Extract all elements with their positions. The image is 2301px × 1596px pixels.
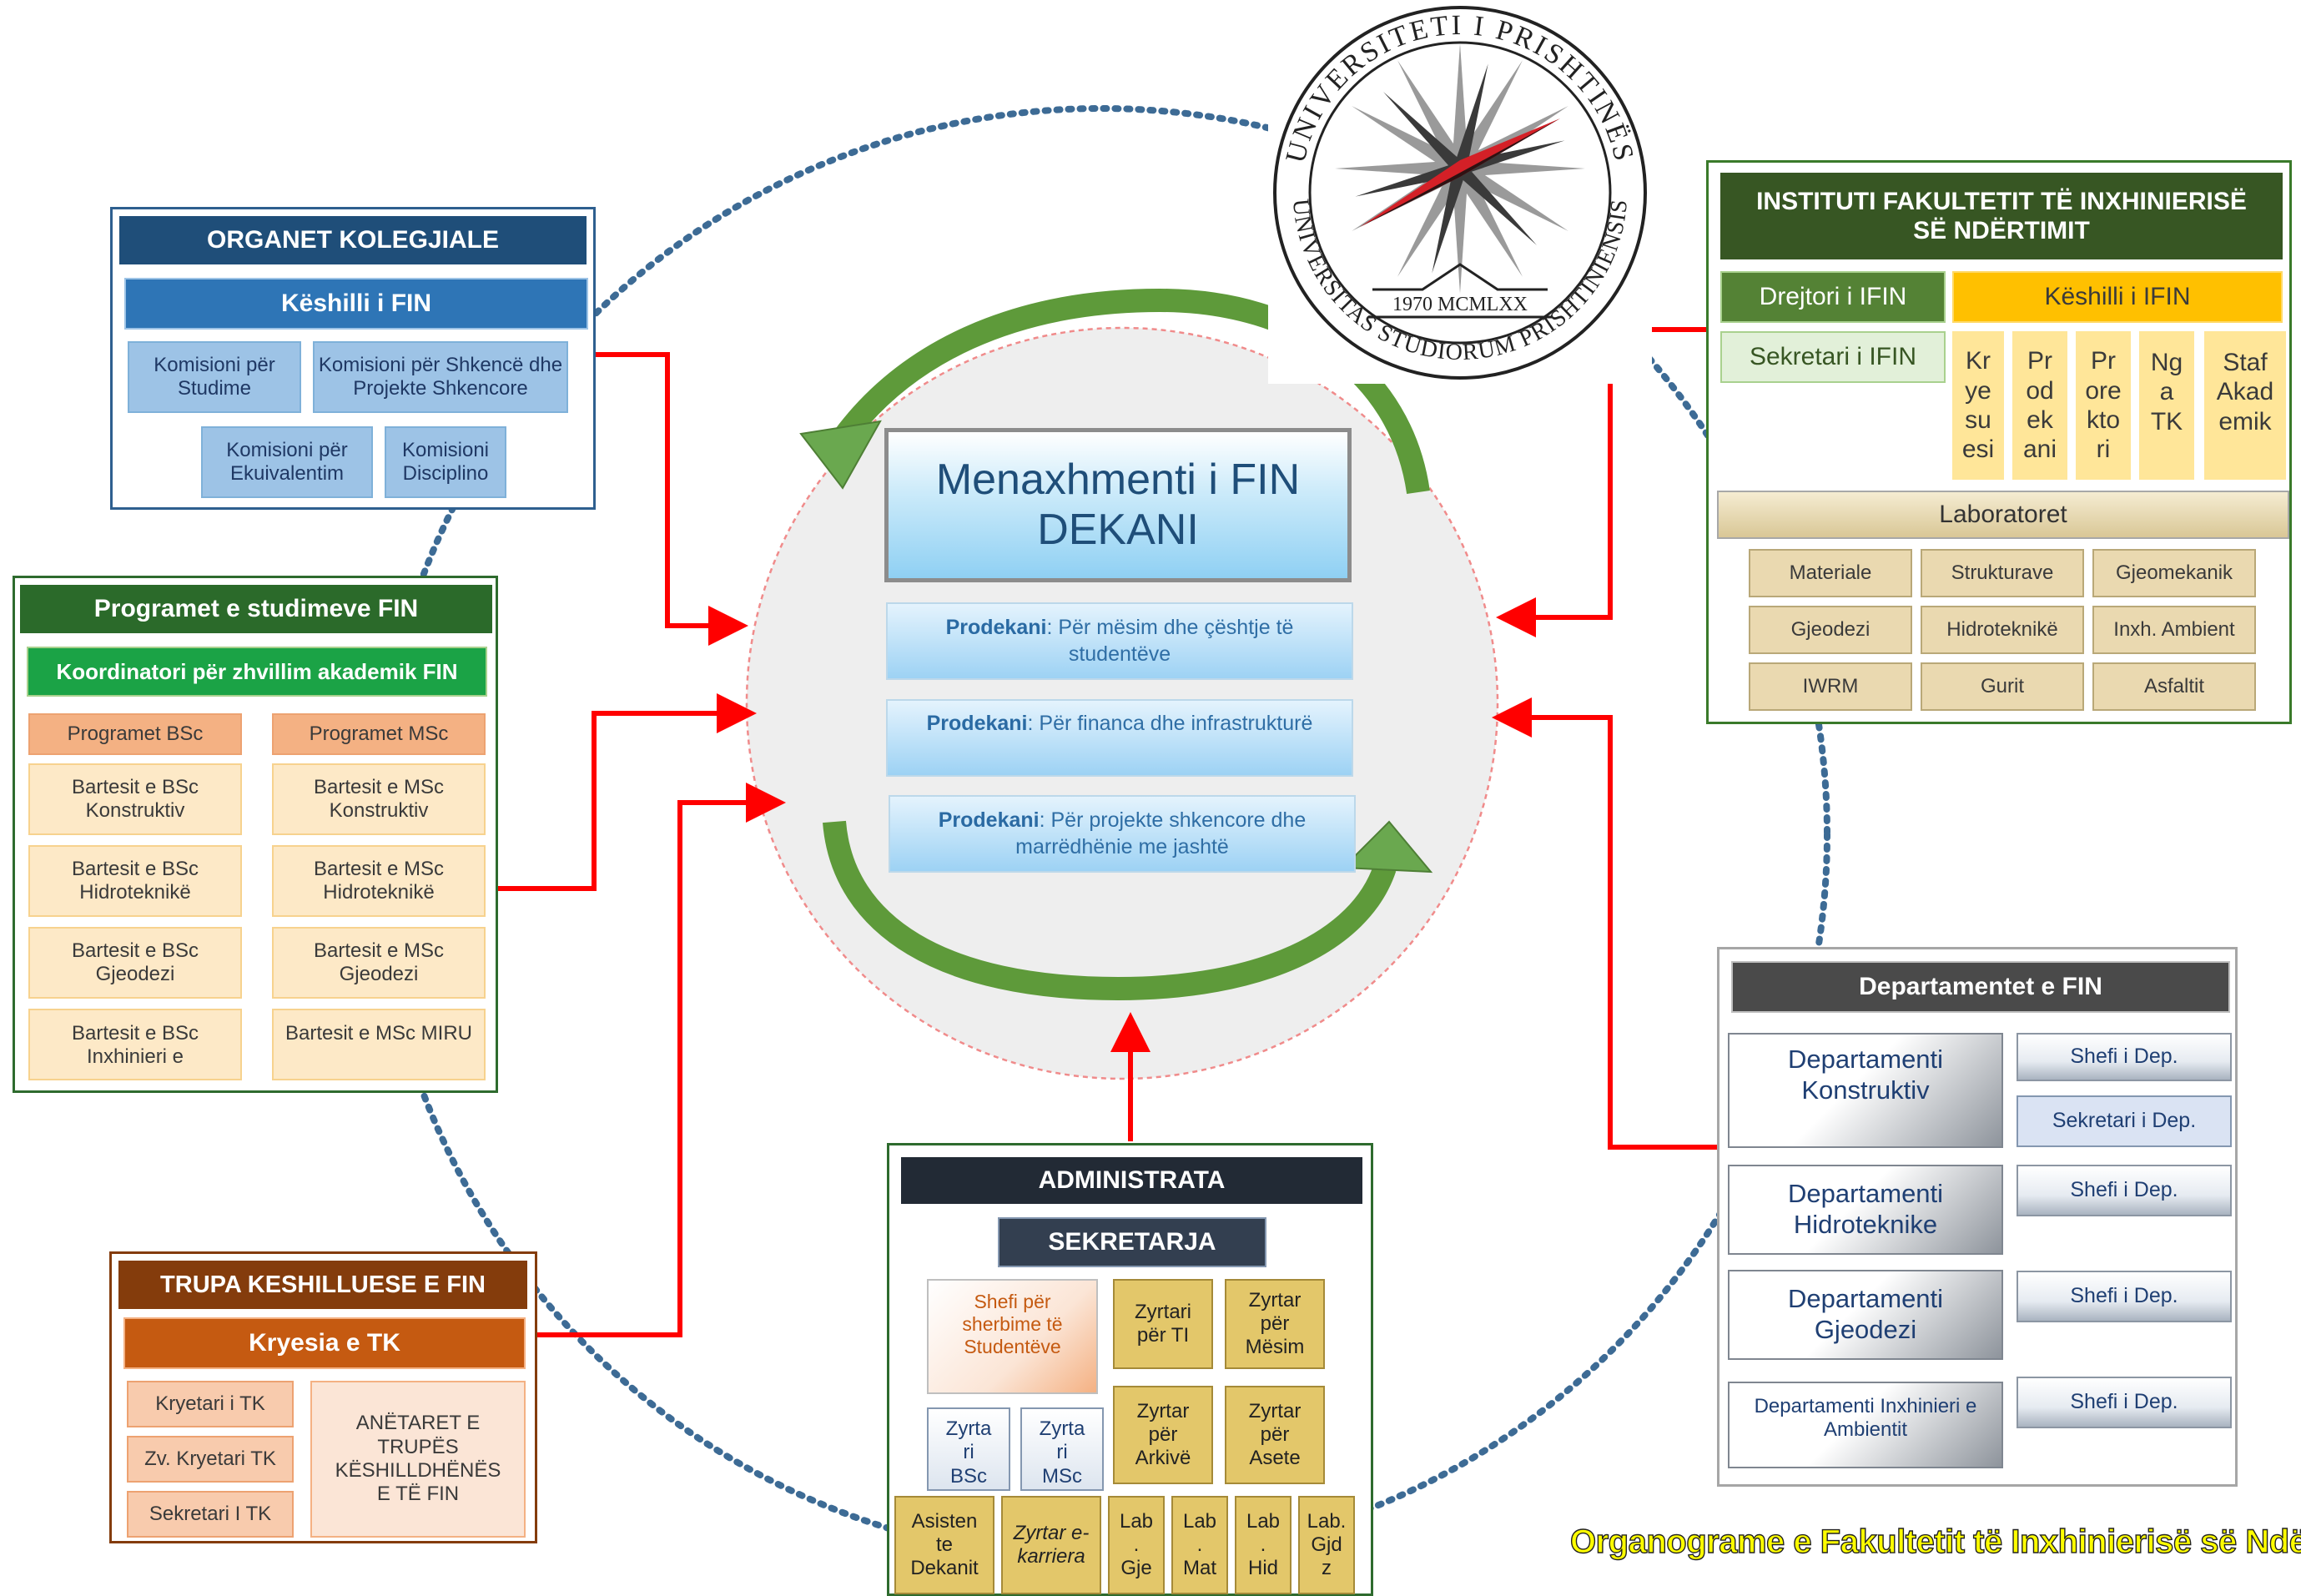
koordinatori[interactable]: Koordinatori për zhvillim akademik FIN bbox=[27, 647, 487, 697]
keshilli-ifin[interactable]: Këshilli i IFIN bbox=[1952, 271, 2283, 323]
sekretari-ifin[interactable]: Sekretari i IFIN bbox=[1720, 331, 1946, 383]
prodekani-label: Prodekani bbox=[926, 712, 1028, 735]
programet-panel: Programet e studimeve FIN Koordinatori p… bbox=[13, 576, 498, 1093]
connector-programet bbox=[497, 693, 757, 891]
kryesia-tk[interactable]: Kryesia e TK bbox=[123, 1317, 526, 1369]
departamentet-panel: Departamentet e FIN Departamenti Konstru… bbox=[1717, 947, 2238, 1487]
programet-msc-header[interactable]: Programet MSc bbox=[272, 713, 486, 755]
shefi-sherbime[interactable]: Shefi për sherbime të Studentëve bbox=[927, 1279, 1098, 1394]
dekani-subtitle: DEKANI bbox=[1037, 505, 1199, 554]
zyrtar-mesim[interactable]: Zyrtar për Mësim bbox=[1225, 1279, 1325, 1369]
prodekani-desc: : Për projekte shkencore dhe marrëdhënie… bbox=[1015, 808, 1307, 858]
shefi-dep-gjeodezi[interactable]: Shefi i Dep. bbox=[2017, 1271, 2232, 1322]
lab-gjeomekanik[interactable]: Gjeomekanik bbox=[2092, 549, 2256, 597]
organogram-caption: Organograme e Fakultetit të Inxhinierisë… bbox=[1569, 1523, 2301, 1560]
lab-hid[interactable]: Lab . Hid bbox=[1235, 1496, 1291, 1594]
bartesit-bsc-gjeodezi[interactable]: Bartesit e BSc Gjeodezi bbox=[28, 927, 242, 999]
prodekani-projekte-box[interactable]: Prodekani: Për projekte shkencore dhe ma… bbox=[889, 795, 1356, 873]
trupa-keshilluese-panel: TRUPA KESHILLUESE E FIN Kryesia e TK Kry… bbox=[109, 1251, 537, 1543]
prodekani-mesim-box[interactable]: Prodekani: Për mësim dhe çështje të stud… bbox=[886, 602, 1353, 680]
keshilli-fin[interactable]: Këshilli i FIN bbox=[124, 278, 588, 330]
lab-hidroteknike[interactable]: Hidroteknikë bbox=[1921, 606, 2084, 654]
sekretarja[interactable]: SEKRETARJA bbox=[998, 1217, 1266, 1267]
administrata-panel: ADMINISTRATA SEKRETARJA Shefi për sherbi… bbox=[887, 1143, 1373, 1596]
connector-instituti bbox=[1496, 327, 1710, 637]
lab-gjeodezi[interactable]: Gjeodezi bbox=[1749, 606, 1912, 654]
shefi-dep-hidroteknike[interactable]: Shefi i Dep. bbox=[2017, 1165, 2232, 1216]
connector-departamentet bbox=[1492, 697, 1719, 1150]
kryetari-tk[interactable]: Kryetari i TK bbox=[127, 1381, 294, 1427]
departamenti-gjeodezi[interactable]: Departamenti Gjeodezi bbox=[1728, 1270, 2003, 1360]
administrata-title: ADMINISTRATA bbox=[901, 1157, 1362, 1204]
dekani-title: Menaxhmenti i FIN bbox=[935, 455, 1301, 504]
komisioni-ekuivalentim[interactable]: Komisioni për Ekuivalentim bbox=[201, 426, 373, 498]
sekretari-dep[interactable]: Sekretari i Dep. bbox=[2017, 1095, 2232, 1147]
svg-text:1970 MCMLXX: 1970 MCMLXX bbox=[1392, 294, 1528, 315]
zyrtar-arkive[interactable]: Zyrtar për Arkivë bbox=[1113, 1386, 1213, 1484]
bartesit-msc-konstruktiv[interactable]: Bartesit e MSc Konstruktiv bbox=[272, 763, 486, 835]
bartesit-msc-miru[interactable]: Bartesit e MSc MIRU bbox=[272, 1009, 486, 1080]
asistente-dekanit[interactable]: Asisten te Dekanit bbox=[894, 1496, 994, 1594]
prodekani-label: Prodekani bbox=[945, 616, 1047, 640]
zyrtar-msc[interactable]: Zyrta ri MSc bbox=[1020, 1407, 1104, 1491]
lab-asfaltit[interactable]: Asfaltit bbox=[2092, 662, 2256, 711]
zv-kryetari-tk[interactable]: Zv. Kryetari TK bbox=[127, 1436, 294, 1483]
komisioni-shkence[interactable]: Komisioni për Shkencë dhe Projekte Shken… bbox=[313, 341, 568, 413]
dekani-box[interactable]: Menaxhmenti i FIN DEKANI bbox=[884, 428, 1352, 582]
programet-bsc-header[interactable]: Programet BSc bbox=[28, 713, 242, 755]
lab-strukturave[interactable]: Strukturave bbox=[1921, 549, 2084, 597]
prodekani-label: Prodekani bbox=[938, 808, 1040, 833]
lab-gjdz[interactable]: Lab. Gjd z bbox=[1298, 1496, 1355, 1594]
zyrtar-ekarriera[interactable]: Zyrtar e-karriera bbox=[1001, 1496, 1101, 1594]
ifin-member-prorektori[interactable]: Pr ore kto ri bbox=[2076, 331, 2131, 480]
sekretari-tk[interactable]: Sekretari I TK bbox=[127, 1491, 294, 1538]
ifin-member-nga-tk[interactable]: Ng a TK bbox=[2139, 331, 2194, 480]
lab-mat[interactable]: Lab . Mat bbox=[1171, 1496, 1228, 1594]
bartesit-msc-gjeodezi[interactable]: Bartesit e MSc Gjeodezi bbox=[272, 927, 486, 999]
prodekani-desc: : Për financa dhe infrastrukturë bbox=[1027, 712, 1313, 735]
connector-organet bbox=[592, 352, 748, 646]
ifin-member-prodekani[interactable]: Pr od ek ani bbox=[2012, 331, 2067, 480]
lab-gurit[interactable]: Gurit bbox=[1921, 662, 2084, 711]
instituti-title: INSTITUTI FAKULTETIT TË INXHINIERISË SË … bbox=[1720, 173, 2283, 259]
departamenti-hidroteknike[interactable]: Departamenti Hidroteknike bbox=[1728, 1165, 2003, 1255]
laboratoret-header[interactable]: Laboratoret bbox=[1717, 491, 2289, 539]
lab-iwrm[interactable]: IWRM bbox=[1749, 662, 1912, 711]
green-arrow-bottom-head bbox=[1341, 820, 1433, 874]
green-arrow-top-head bbox=[799, 420, 882, 490]
departamentet-title: Departamentet e FIN bbox=[1731, 961, 2230, 1013]
prodekani-financa-box[interactable]: Prodekani: Për financa dhe infrastruktur… bbox=[886, 699, 1353, 777]
shefi-dep-konstruktiv[interactable]: Shefi i Dep. bbox=[2017, 1033, 2232, 1081]
instituti-panel: INSTITUTI FAKULTETIT TË INXHINIERISË SË … bbox=[1706, 160, 2292, 724]
ifin-member-kryesesi[interactable]: Kr ye su esi bbox=[1952, 331, 2004, 480]
zyrtar-bsc[interactable]: Zyrta ri BSc bbox=[927, 1407, 1010, 1491]
programet-title: Programet e studimeve FIN bbox=[20, 585, 492, 633]
anetaret-tk[interactable]: ANËTARET E TRUPËS KËSHILLDHËNËS E TË FIN bbox=[310, 1381, 526, 1538]
bartesit-msc-hidroteknike[interactable]: Bartesit e MSc Hidroteknikë bbox=[272, 845, 486, 917]
komisioni-disciplino[interactable]: Komisioni Disciplino bbox=[385, 426, 506, 498]
university-seal-logo: UNIVERSITETI I PRISHTINËS UNIVERSITAS ST… bbox=[1268, 2, 1652, 384]
zyrtar-asete[interactable]: Zyrtar për Asete bbox=[1225, 1386, 1325, 1484]
green-arrow-top bbox=[824, 288, 1430, 495]
drejtori-ifin[interactable]: Drejtori i IFIN bbox=[1720, 271, 1946, 323]
bartesit-bsc-inxhinieri[interactable]: Bartesit e BSc Inxhinieri e bbox=[28, 1009, 242, 1080]
komisioni-studime[interactable]: Komisioni për Studime bbox=[128, 341, 301, 413]
organet-title: ORGANET KOLEGJIALE bbox=[119, 216, 587, 264]
bartesit-bsc-konstruktiv[interactable]: Bartesit e BSc Konstruktiv bbox=[28, 763, 242, 835]
bartesit-bsc-hidroteknike[interactable]: Bartesit e BSc Hidroteknikë bbox=[28, 845, 242, 917]
departamenti-inxhinieri-ambientit[interactable]: Departamenti Inxhinieri e Ambientit bbox=[1728, 1382, 2003, 1468]
connector-trupa bbox=[534, 783, 786, 1337]
zyrtari-ti[interactable]: Zyrtari për TI bbox=[1113, 1279, 1213, 1369]
lab-gje[interactable]: Lab . Gje bbox=[1108, 1496, 1165, 1594]
lab-materiale[interactable]: Materiale bbox=[1749, 549, 1912, 597]
ifin-member-staf-akademik[interactable]: Staf Akad emik bbox=[2204, 331, 2286, 480]
departamenti-konstruktiv[interactable]: Departamenti Konstruktiv bbox=[1728, 1033, 2003, 1148]
prodekani-desc: : Për mësim dhe çështje të studentëve bbox=[1046, 616, 1294, 666]
shefi-dep-ambientit[interactable]: Shefi i Dep. bbox=[2017, 1377, 2232, 1428]
lab-inxh-ambient[interactable]: Inxh. Ambient bbox=[2092, 606, 2256, 654]
trupa-title: TRUPA KESHILLUESE E FIN bbox=[118, 1261, 527, 1309]
green-arrow-bottom bbox=[823, 820, 1397, 1001]
organet-kolegjiale-panel: ORGANET KOLEGJIALE Këshilli i FIN Komisi… bbox=[110, 207, 596, 510]
